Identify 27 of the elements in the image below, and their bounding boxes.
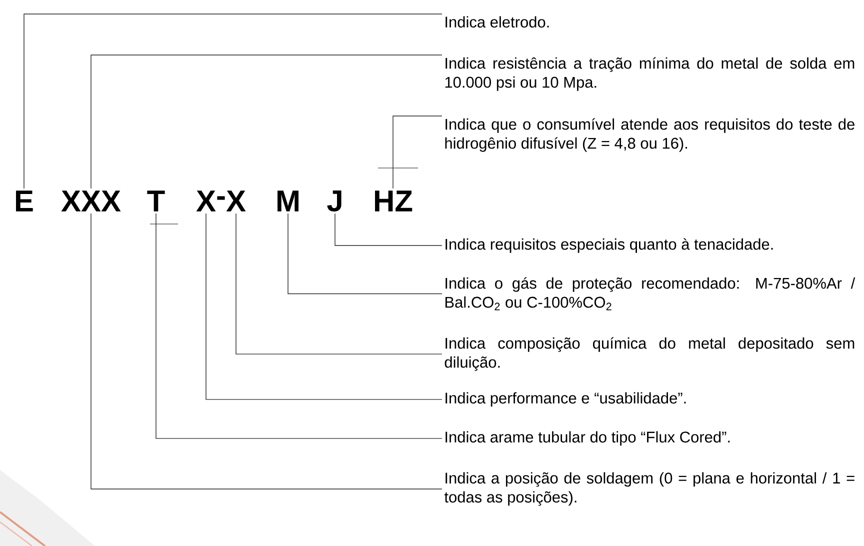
code-letter: X <box>226 190 246 212</box>
leader-line <box>236 213 442 354</box>
description-text: Indica eletrodo. <box>446 16 549 28</box>
description-text: Indica arame tubular do tipo “Flux Cored”. <box>446 431 730 446</box>
description-text: Indica composição química do metal depositado sem diluição. <box>444 337 854 371</box>
description-text: Indica resistência a tração mínima do metal de solda em 10.000 psi ou 10 Mpa. <box>445 57 854 91</box>
description-text: Indica que o consumível atende aos requisitos do teste de hidrogênio difusível (Z = 4,8 ou 16). <box>445 118 854 152</box>
description-text: Indica a posição de soldagem (0 = plana e horizontal / 1 = todas as posições). <box>444 472 854 506</box>
leader-line <box>24 14 442 189</box>
code-letter: HZ <box>375 190 412 212</box>
leader-line <box>288 213 442 294</box>
leader-line <box>334 213 442 246</box>
description-text: Indica o gás de proteção recomendado: M-75-80%Ar / Bal.CO$_{2}$ ou C-100%CO$_{2}$ <box>445 277 856 310</box>
leader-line <box>392 116 442 189</box>
code-letter: X <box>196 190 216 212</box>
leader-line <box>90 54 442 189</box>
code-letter: M <box>278 190 298 212</box>
code-letter: J <box>327 190 342 212</box>
leader-line <box>206 213 442 400</box>
description-text: Indica performance e “usabilidade”. <box>446 392 686 407</box>
code-letter: T <box>147 190 165 212</box>
description-text: Indica requisitos especiais quanto à tenacidade. <box>446 238 773 253</box>
leader-line <box>90 213 442 490</box>
leader-line <box>156 213 442 439</box>
code-letter: - <box>217 196 225 200</box>
code-letter: E <box>16 190 33 212</box>
code-letter: XXX <box>61 190 121 212</box>
